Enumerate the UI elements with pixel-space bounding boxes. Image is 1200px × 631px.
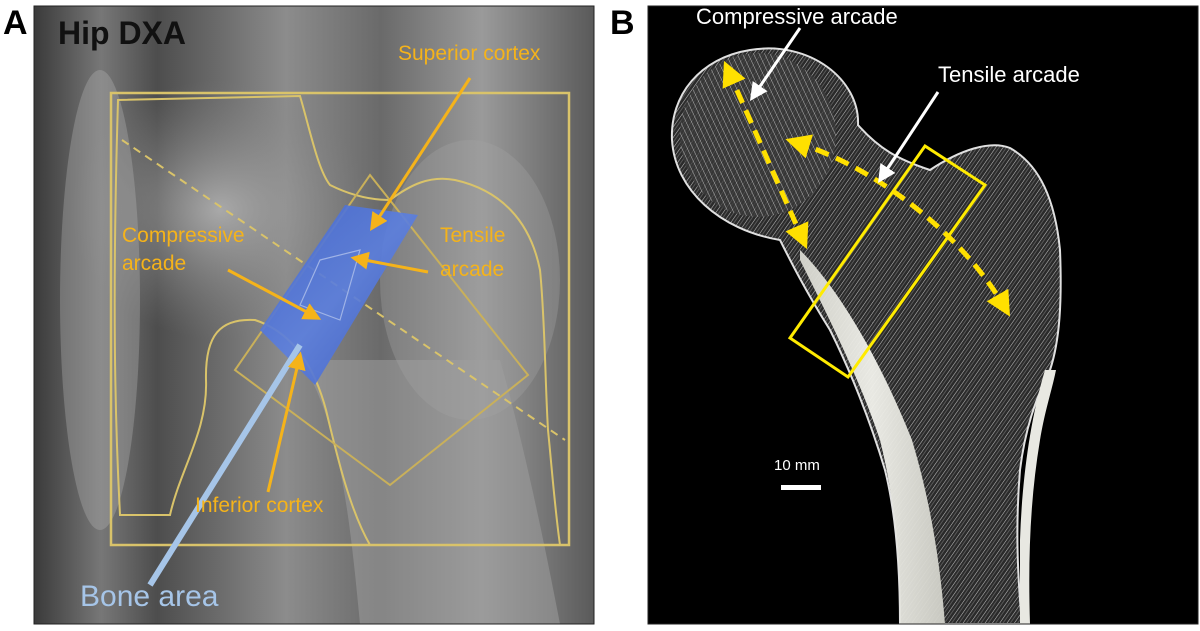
compressive-arcade-pointer [749,27,802,101]
inferior-cortex-arrow [266,351,306,493]
hip-dxa-title: Hip DXA [58,15,186,51]
compressive-arcade-label-1: Compressive [122,224,245,247]
roi-outer-box [109,91,571,547]
scale-bar-label: 10 mm [774,457,820,474]
inferior-cortex-label: Inferior cortex [195,494,324,517]
superior-cortex-label: Superior cortex [398,42,541,65]
tensile-arcade-double-arrow [785,134,1011,317]
scale-bar [781,485,821,490]
compressive-arcade-label-b: Compressive arcade [696,4,898,29]
panel-a-letter: A [3,4,28,42]
bone-area-label: Bone area [80,580,219,613]
compressive-arcade-arrow [227,268,322,320]
panel-b: Compressive arcade Tensile arcade 10 mm … [610,4,1199,625]
tensile-arcade-label-1: Tensile [440,224,505,247]
bone-area-pointer [147,343,303,587]
tensile-arcade-arrow [350,251,429,274]
panel-b-letter: B [610,4,635,42]
compressive-arcade-label-2: arcade [122,252,186,275]
bone-area-band [260,205,418,385]
superior-cortex-arrow [370,77,472,232]
panel-a: Hip DXA Superior cortex Compressive arca… [3,4,595,625]
tensile-arcade-label-b: Tensile arcade [938,62,1080,87]
tensile-arcade-label-2: arcade [440,258,504,281]
dxa-image: Hip DXA Superior cortex Compressive arca… [34,6,594,624]
microct-image: Compressive arcade Tensile arcade 10 mm [648,4,1198,624]
bone-outline [113,94,562,546]
tensile-arcade-pointer [878,91,940,184]
